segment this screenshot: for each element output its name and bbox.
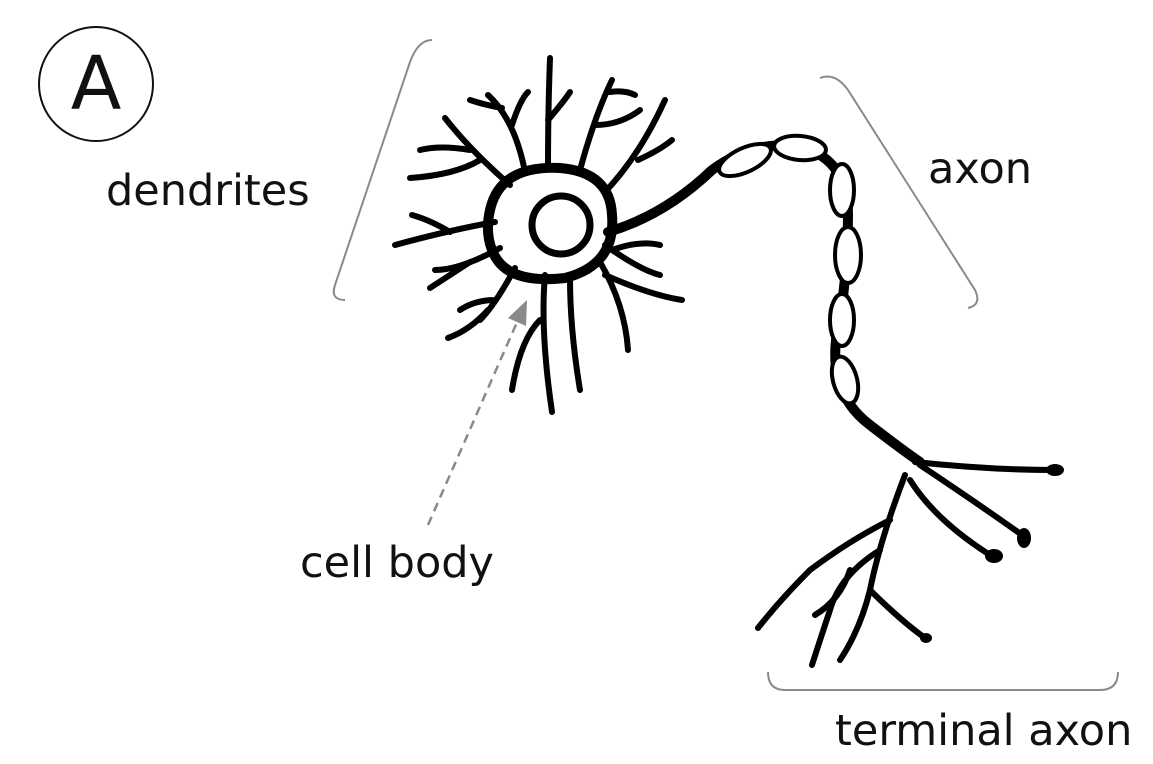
- axon-label: axon: [928, 148, 1032, 191]
- cell-body-arrowhead: [508, 300, 527, 326]
- dendrites-label: dendrites: [106, 170, 310, 213]
- terminal-boutons: [920, 464, 1064, 643]
- terminal-branches: [758, 462, 1055, 665]
- axon-shaft: [608, 146, 920, 463]
- dendrites-bracket: [334, 40, 432, 300]
- cell-body-label: cell body: [300, 542, 494, 585]
- terminal-axon-label: terminal axon: [835, 710, 1132, 753]
- nucleus: [532, 196, 590, 254]
- myelin-sheath: [715, 134, 863, 407]
- cell-body-arrow-line: [428, 320, 518, 525]
- terminal-axon-bracket: [768, 672, 1118, 690]
